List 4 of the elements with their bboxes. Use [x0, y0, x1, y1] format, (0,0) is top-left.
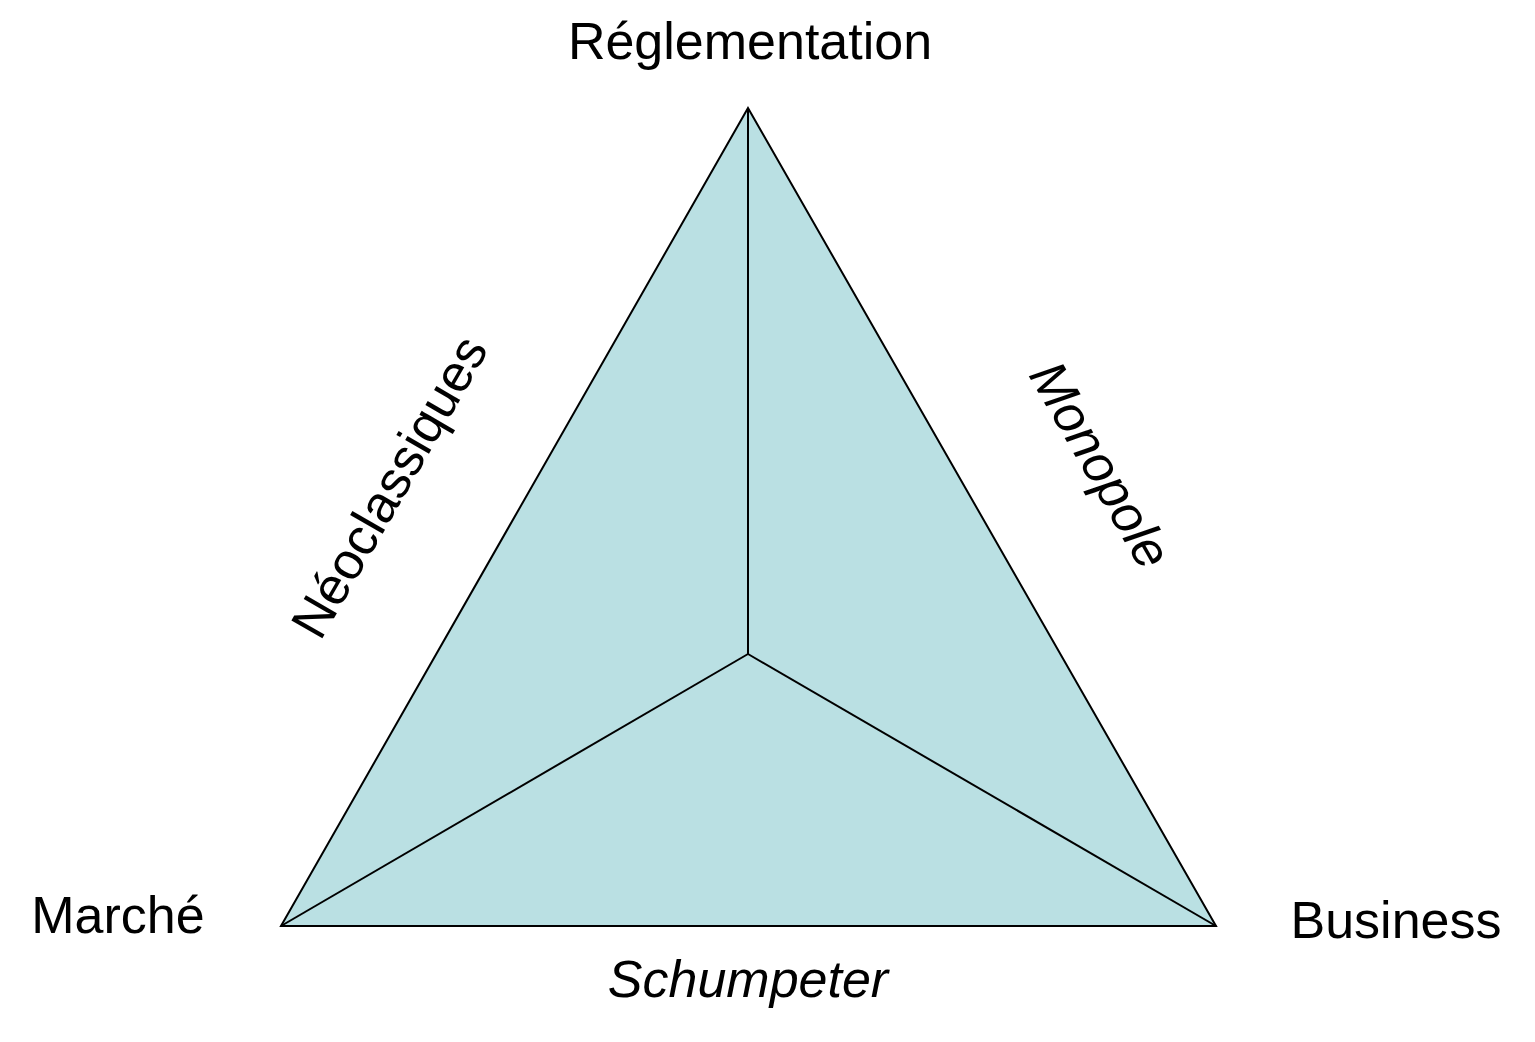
side-label: Schumpeter [607, 950, 889, 1010]
vertex-label: Marché [31, 886, 205, 946]
vertex-label: Business [1290, 891, 1502, 951]
vertex-label: Réglementation [567, 12, 933, 72]
